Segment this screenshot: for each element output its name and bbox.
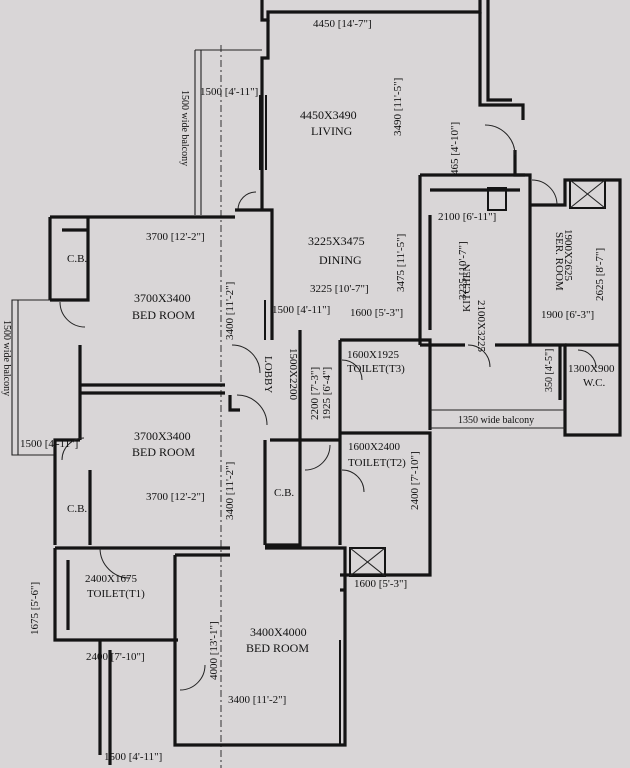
dim-balcony-left-width: 1500 wide balcony [1, 320, 12, 396]
dim-lobby-2200: 2200 [7'-3"] [309, 367, 321, 420]
bedroom-3-walls [98, 546, 347, 765]
dim-dining-width: 3225 [10'-7"] [310, 283, 369, 295]
dim-bed2-depth: 3400 [11'-2"] [224, 462, 236, 520]
t3-name: TOILET(T3) [347, 363, 405, 375]
dim-t2-width: 1600 [5'-3"] [354, 578, 407, 590]
ser-room-size: 1900X2625 [562, 229, 574, 281]
t2-name: TOILET(T2) [348, 457, 406, 469]
bedroom-2-door-arc-3 [99, 547, 131, 579]
dining-size: 3225X3475 [308, 234, 365, 248]
cb-label-3: C.B. [274, 487, 294, 499]
shaft-t2 [349, 547, 386, 577]
bedroom-2-walls [53, 395, 302, 550]
kitchen-name: KITCHEN [461, 264, 473, 312]
bed1-name: BED ROOM [132, 308, 195, 322]
dim-t2-depth: 2400 [7'-10"] [409, 451, 421, 510]
wc-size: 1300X900 [568, 363, 615, 375]
bedroom-3-door-arc [179, 664, 206, 691]
dim-living-width: 4450 [14'-7"] [313, 18, 372, 30]
balcony-top [194, 49, 262, 215]
dim-kitchen-width: 2100 [6'-11"] [438, 211, 496, 223]
dim-350: 350 [4'-5"] [544, 349, 555, 392]
t3-door-arc [341, 359, 363, 381]
ser-room-name: SER. ROOM [553, 232, 565, 291]
t1-name: TOILET(T1) [87, 588, 145, 600]
living-door-arc [484, 124, 516, 156]
toilet-t1-walls [53, 548, 178, 642]
living-name: LIVING [311, 124, 353, 138]
dim-bed1-depth: 3400 [11'-2"] [224, 282, 236, 340]
dim-dining-depth: 3475 [11'-5"] [395, 234, 407, 292]
cb-label-1: C.B. [67, 253, 87, 265]
dim-ser-depth: 2625 [8'-7"] [594, 248, 606, 301]
bed3-size: 3400X4000 [250, 625, 307, 639]
cb-label-2: C.B. [67, 503, 87, 515]
ser-room-walls [530, 178, 622, 437]
balcony-left [11, 299, 55, 456]
kitchen-door-arc [467, 344, 491, 368]
dim-t1-depth: 1675 [5'-6"] [29, 582, 41, 635]
dining-name: DINING [319, 253, 362, 267]
bed1-size: 3700X3400 [134, 291, 191, 305]
living-size: 4450X3490 [300, 108, 357, 122]
bed3-name: BED ROOM [246, 641, 309, 655]
t3-size: 1600X1925 [347, 349, 399, 361]
bed2-name: BED ROOM [132, 445, 195, 459]
ser-door-arc [531, 179, 558, 206]
t2-size: 1600X2400 [348, 441, 400, 453]
dim-bed2-balcony: 1500 [4'-11"] [20, 438, 78, 450]
bedroom-1-door-arc [59, 301, 86, 328]
lobby-size: 1500X2200 [287, 348, 299, 400]
dim-balcony-top: 1500 [4'-11"] [200, 86, 258, 98]
bedroom-2-door-arc-2 [236, 394, 268, 426]
t2-door-arc [341, 469, 365, 493]
bedroom-1-walls [48, 208, 274, 440]
bedroom-1-door-arc-2 [231, 344, 261, 374]
bed2-size: 3700X3400 [134, 429, 191, 443]
dim-1500-dining: 1500 [4'-11"] [272, 304, 330, 316]
dim-t1-width: 2400 [7'-10"] [86, 651, 145, 663]
living-door-arc-2 [237, 191, 257, 211]
dim-bed2-width: 3700 [12'-2"] [146, 491, 205, 503]
dim-balcony-top-width: 1500 wide balcony [179, 90, 190, 166]
dim-ser-width: 1900 [6'-3"] [541, 309, 594, 321]
lobby-door-arc [304, 444, 331, 471]
lobby-name: LOBBY [262, 356, 274, 393]
bedroom-2-door-arc [61, 437, 85, 461]
wc-name: W.C. [583, 377, 605, 389]
dim-lobby-1925: 1925 [6'-4"] [321, 367, 333, 420]
dim-bed3-balcony: 1500 [4'-11"] [104, 751, 162, 763]
dim-bed1-width: 3700 [12'-2"] [146, 231, 205, 243]
dim-1600-dining: 1600 [5'-3"] [350, 307, 403, 319]
t1-size: 2400X1675 [85, 573, 137, 585]
dim-bed3-depth: 4000 [13'-1"] [208, 621, 220, 680]
dim-kitchen-depth: 3225 [10'-7"] [457, 241, 469, 300]
kitchen-walls [418, 173, 532, 347]
wc-door-arc [577, 349, 597, 369]
dim-465: 465 [4'-10"] [449, 122, 461, 175]
dim-rear-balcony: 1350 wide balcony [458, 415, 534, 426]
dim-living-depth: 3490 [11'-5"] [392, 78, 404, 136]
dim-bed3-width: 3400 [11'-2"] [228, 694, 286, 706]
kitchen-size: 2100X3225 [475, 300, 487, 352]
balcony-rear [430, 409, 565, 429]
